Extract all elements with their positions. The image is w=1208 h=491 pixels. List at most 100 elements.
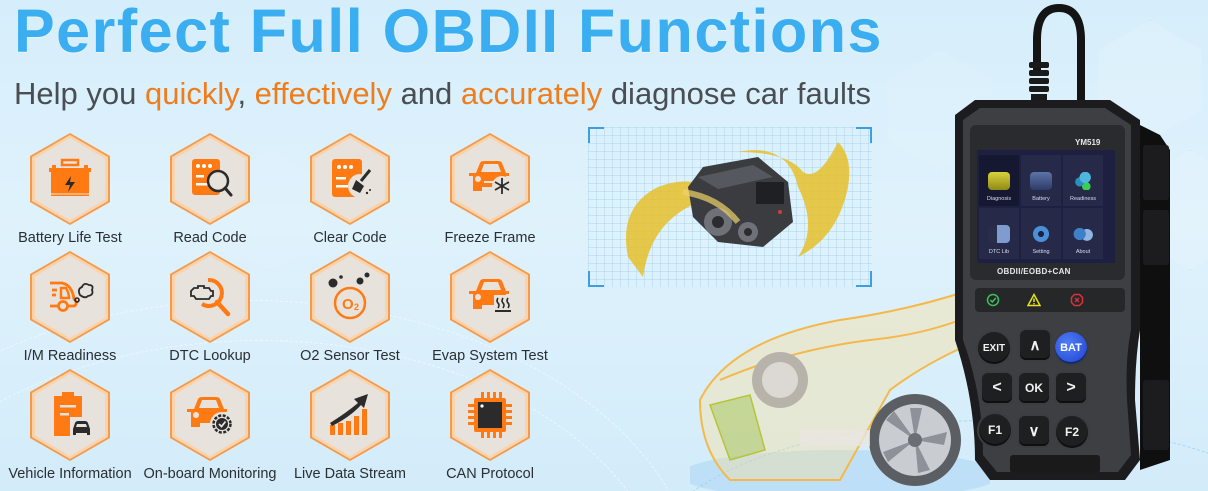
- feature-can-protocol: CAN Protocol: [420, 369, 560, 487]
- onboard-monitoring-icon: [187, 397, 234, 436]
- screen-menu-label: Diagnosis: [986, 196, 1012, 202]
- feature-badge: [450, 133, 530, 225]
- feature-label: On-board Monitoring: [143, 466, 277, 482]
- im-readiness-icon: [50, 281, 94, 312]
- read-code-icon: [192, 159, 233, 197]
- feature-o2-sensor-test: O 2 O2 Sensor Test: [280, 251, 420, 369]
- feature-battery-life-test: Battery Life Test: [0, 133, 140, 251]
- right-button[interactable]: >: [1056, 373, 1086, 403]
- f1-button[interactable]: F1: [979, 414, 1011, 446]
- engine-oil-splash-icon: [626, 142, 850, 277]
- screen-menu-dtc-lib[interactable]: DTC Lib: [979, 208, 1019, 259]
- feature-badge: [310, 369, 390, 461]
- screen-menu-diagnosis[interactable]: Diagnosis: [979, 155, 1019, 206]
- feature-badge: [30, 133, 110, 225]
- screen-menu-about[interactable]: About: [1063, 208, 1103, 259]
- screen-menu-label: Setting: [1032, 249, 1050, 255]
- warning-icon: [1027, 293, 1041, 307]
- live-data-icon: [330, 394, 368, 435]
- subtitle-text: ,: [237, 76, 255, 111]
- protocol-label: OBDII/EOBD+CAN: [997, 267, 1071, 276]
- engine-icon: [988, 172, 1010, 190]
- f2-button[interactable]: F2: [1056, 416, 1088, 448]
- battery-icon: [49, 158, 91, 196]
- screen-menu-label: About: [1075, 249, 1091, 255]
- feature-badge: [450, 251, 530, 343]
- can-protocol-icon: [468, 392, 512, 438]
- left-button[interactable]: <: [982, 373, 1012, 403]
- svg-text:2: 2: [354, 302, 359, 312]
- feature-im-readiness: I/M Readiness: [0, 251, 140, 369]
- ok-button[interactable]: OK: [1019, 373, 1049, 403]
- down-button[interactable]: ∨: [1019, 416, 1049, 446]
- about-icon: [1072, 225, 1094, 243]
- engine-illustration: [588, 127, 872, 287]
- obd-scanner-device: YM519 Diagnosis Battery Readiness DTC Li…: [935, 0, 1208, 491]
- clear-code-icon: [332, 159, 372, 198]
- feature-label: Clear Code: [313, 230, 387, 246]
- feature-evap-system-test: Evap System Test: [420, 251, 560, 369]
- feature-label: DTC Lookup: [169, 348, 251, 364]
- feature-badge: O 2: [310, 251, 390, 343]
- gear-icon: [1030, 225, 1052, 243]
- subtitle-text: and: [391, 76, 461, 111]
- feature-dtc-lookup: DTC Lookup: [140, 251, 280, 369]
- feature-label: Freeze Frame: [444, 230, 536, 246]
- screen-menu-setting[interactable]: Setting: [1021, 208, 1061, 259]
- page-title: Perfect Full OBDII Functions: [14, 0, 883, 65]
- screen-menu-label: Battery: [1032, 196, 1050, 202]
- subtitle-highlight-effectively: effectively: [254, 76, 392, 111]
- feature-label: Read Code: [173, 230, 247, 246]
- frame-corner: [856, 271, 872, 287]
- molecule-icon: [1072, 172, 1094, 190]
- feature-badge: [30, 369, 110, 461]
- frame-corner: [856, 127, 872, 143]
- up-button[interactable]: ∧: [1020, 330, 1050, 360]
- feature-badge: [170, 133, 250, 225]
- feature-badge: [170, 251, 250, 343]
- feature-label: Live Data Stream: [293, 466, 407, 482]
- exit-button[interactable]: EXIT: [978, 332, 1010, 364]
- book-icon: [988, 225, 1010, 243]
- feature-live-data-stream: Live Data Stream: [280, 369, 420, 487]
- screen-menu-battery[interactable]: Battery: [1021, 155, 1061, 206]
- subtitle-text: Help you: [14, 76, 145, 111]
- feature-badge: [170, 369, 250, 461]
- screen-menu-readiness[interactable]: Readiness: [1063, 155, 1103, 206]
- subtitle-highlight-accurately: accurately: [460, 76, 603, 111]
- evap-system-icon: [469, 279, 512, 313]
- feature-label: I/M Readiness: [23, 348, 117, 364]
- car-wireframe-illustration: [690, 288, 990, 491]
- frame-corner: [588, 127, 604, 143]
- feature-label: Battery Life Test: [18, 230, 122, 246]
- freeze-frame-icon: [469, 161, 512, 196]
- device-model-label: YM519: [1075, 138, 1101, 147]
- page-subtitle: Help you quickly, effectively and accura…: [14, 76, 871, 112]
- vehicle-info-icon: [54, 392, 92, 439]
- screen-menu-label: Readiness: [1070, 196, 1096, 202]
- feature-clear-code: Clear Code: [280, 133, 420, 251]
- feature-read-code: Read Code: [140, 133, 280, 251]
- feature-freeze-frame: Freeze Frame: [420, 133, 560, 251]
- o2-sensor-icon: O 2: [328, 272, 370, 320]
- bat-button[interactable]: BAT: [1055, 332, 1087, 364]
- screen-menu-label: DTC Lib: [988, 249, 1010, 255]
- dtc-lookup-icon: [190, 277, 231, 317]
- feature-label: O2 Sensor Test: [300, 348, 400, 364]
- feature-badge: [310, 133, 390, 225]
- svg-text:O: O: [342, 296, 354, 313]
- feature-grid: Battery Life Test Read Code: [0, 133, 570, 487]
- feature-vehicle-information: Vehicle Information: [0, 369, 140, 487]
- frame-corner: [588, 271, 604, 287]
- error-icon: [1070, 293, 1084, 307]
- feature-onboard-monitoring: On-board Monitoring: [140, 369, 280, 487]
- feature-label: Vehicle Information: [8, 466, 132, 482]
- battery-icon: [1030, 172, 1052, 190]
- feature-badge: [30, 251, 110, 343]
- feature-label: CAN Protocol: [446, 466, 534, 482]
- feature-label: Evap System Test: [432, 348, 548, 364]
- check-ok-icon: [986, 293, 1000, 307]
- subtitle-text: diagnose car faults: [602, 76, 872, 111]
- subtitle-highlight-quickly: quickly: [144, 76, 238, 111]
- feature-badge: [450, 369, 530, 461]
